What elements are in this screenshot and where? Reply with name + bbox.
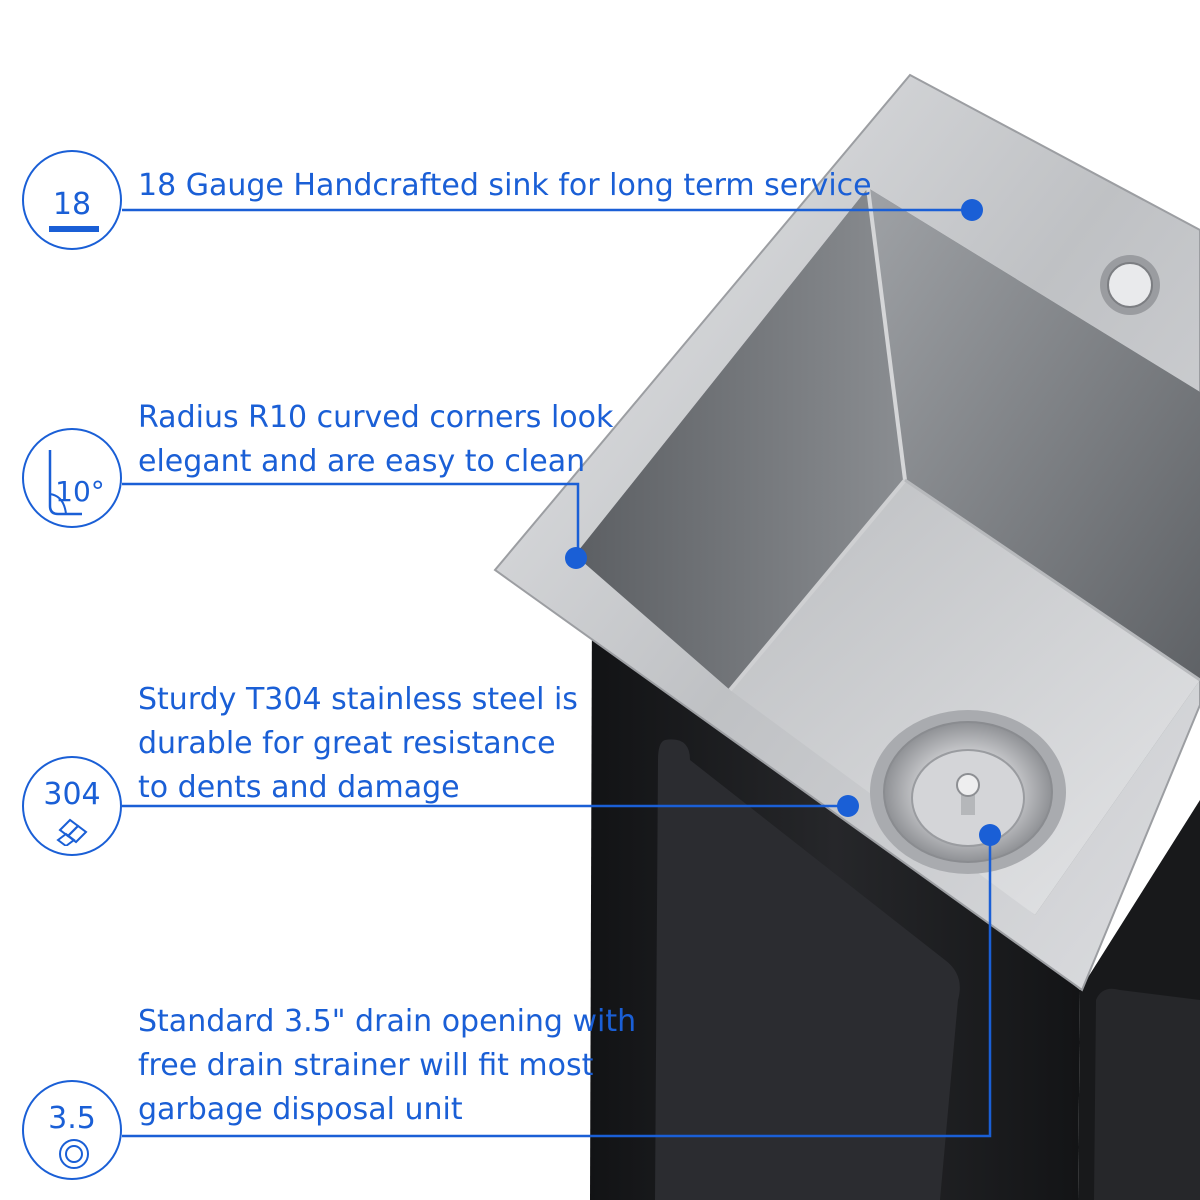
sink-body <box>590 600 1200 1200</box>
gauge-badge-text: 18 <box>52 187 92 222</box>
drain-badge: 3.5 <box>22 1080 122 1180</box>
leader-dot-corners <box>565 547 587 569</box>
sink-bowl <box>575 187 1200 915</box>
leader-dot-gauge <box>961 199 983 221</box>
callout-drain-line: free drain strainer will fit most <box>138 1048 594 1083</box>
drain-ring-icon <box>59 1139 89 1169</box>
callout-drain: Standard 3.5" drain opening with free dr… <box>138 1000 636 1132</box>
corner-badge: 10° <box>22 428 122 528</box>
callout-corners-line: elegant and are easy to clean <box>138 444 586 479</box>
callout-drain-line: garbage disposal unit <box>138 1092 463 1127</box>
callout-corners-line: Radius R10 curved corners look <box>138 400 614 435</box>
steel-badge: 304 <box>22 756 122 856</box>
callout-corners: Radius R10 curved corners look elegant a… <box>138 396 613 484</box>
drain-badge-text: 3.5 <box>48 1101 96 1136</box>
callout-leaders <box>122 208 992 1138</box>
leader-dot-drain <box>979 824 1001 846</box>
faucet-hole <box>1100 255 1160 315</box>
callout-steel-line: to dents and damage <box>138 770 460 805</box>
gauge-badge: 18 <box>22 150 122 250</box>
leader-line-drain <box>122 835 992 1138</box>
steel-bars-icon <box>56 818 88 846</box>
callout-steel: Sturdy T304 stainless steel is durable f… <box>138 678 578 810</box>
leader-dot-steel <box>837 795 859 817</box>
callout-gauge: 18 Gauge Handcrafted sink for long term … <box>138 164 872 208</box>
gauge-18-icon <box>49 226 99 232</box>
leader-line-corners <box>122 482 580 555</box>
corner-badge-text: 10° <box>55 475 105 508</box>
callout-dots <box>565 199 1001 846</box>
callout-gauge-line: 18 Gauge Handcrafted sink for long term … <box>138 168 872 203</box>
callout-drain-line: Standard 3.5" drain opening with <box>138 1004 637 1039</box>
steel-badge-text: 304 <box>43 777 101 812</box>
drain-strainer <box>870 710 1066 874</box>
callout-steel-line: durable for great resistance <box>138 726 556 761</box>
callout-steel-line: Sturdy T304 stainless steel is <box>138 682 578 717</box>
corner-angle-icon <box>48 450 82 516</box>
